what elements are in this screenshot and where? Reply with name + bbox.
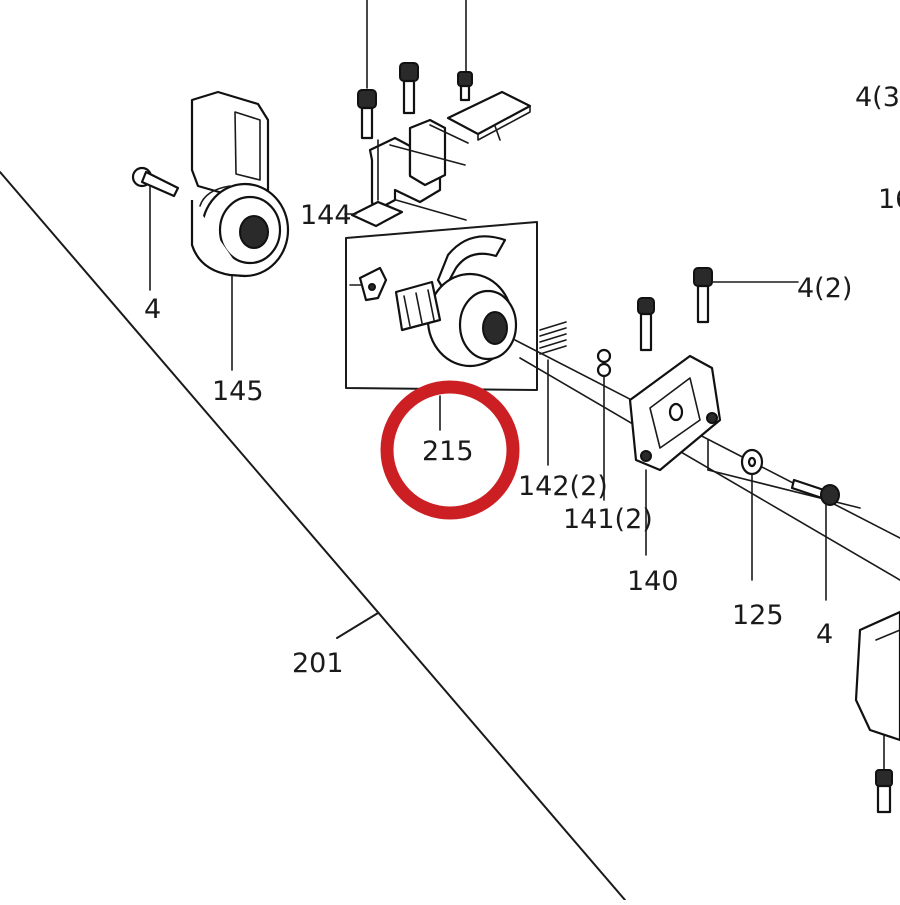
label-144: 144: [300, 200, 352, 231]
small-plate: [446, 90, 532, 141]
screw-left-4: [131, 166, 180, 291]
washer-125: [740, 448, 764, 581]
screw-140-left: [637, 297, 655, 352]
label-141: 141(2): [563, 504, 653, 535]
bracket-144: [344, 118, 469, 228]
screw-top-left: [357, 89, 377, 140]
ball-141: [596, 348, 612, 501]
housing-201: [0, 171, 626, 901]
assembly-215-box: [345, 221, 538, 391]
label-201: 201: [292, 648, 344, 679]
label-4-2: 4(2): [797, 273, 852, 304]
screw-140-right: [693, 267, 799, 324]
label-125: 125: [732, 600, 784, 631]
highlight-circle: [380, 380, 520, 520]
label-142: 142(2): [518, 471, 608, 502]
label-140: 140: [627, 566, 679, 597]
label-145: 145: [212, 376, 264, 407]
assembly-215-parts: [349, 235, 518, 431]
label-4-3-partial: 4(3: [855, 82, 900, 113]
label-4-left: 4: [144, 294, 161, 325]
bracket-140: [628, 354, 722, 556]
label-215: 215: [422, 436, 474, 467]
label-4-right: 4: [816, 619, 833, 650]
guide-lines: [514, 339, 900, 581]
knob-145: [190, 90, 290, 371]
top-leader-lines: [366, 0, 467, 89]
label-16-partial: 16: [878, 184, 900, 215]
screw-top-right: [457, 71, 473, 102]
screw-top-middle: [399, 62, 419, 115]
screw-right-4: [790, 478, 840, 601]
spring-142: [539, 321, 567, 466]
partial-part-bottom-right: [854, 610, 900, 814]
